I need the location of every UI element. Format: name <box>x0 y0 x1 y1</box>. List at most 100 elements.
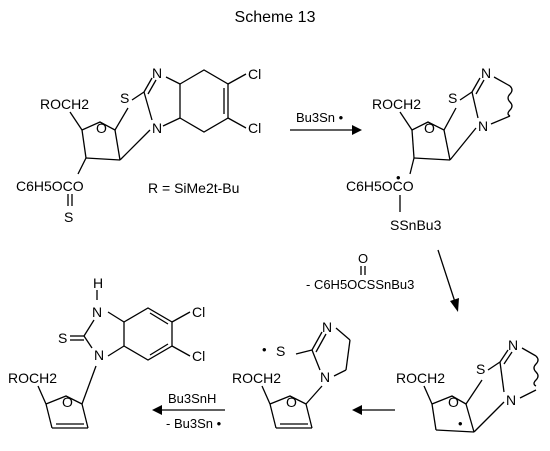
bond <box>45 403 53 429</box>
bond <box>85 157 121 161</box>
bond <box>107 345 125 357</box>
radical-dot: • <box>396 170 401 185</box>
bond <box>147 79 157 95</box>
nitrogen-label: N <box>152 65 162 81</box>
compound-2-radical-adduct: ROCH2 O S N N C6H5OCO • SSnBu3 <box>346 65 513 233</box>
radical-dot: • <box>458 416 463 431</box>
nitrogen-label: N <box>152 120 162 136</box>
wavy-bond <box>533 355 539 387</box>
bond <box>83 335 93 349</box>
bond <box>335 327 351 341</box>
bond <box>311 349 321 371</box>
bond <box>519 389 537 399</box>
r-definition: R = SiMe2t-Bu <box>148 180 239 196</box>
scheme-title: Scheme 13 <box>235 9 316 26</box>
bond <box>37 385 47 405</box>
bond <box>131 91 145 101</box>
bond <box>449 127 477 161</box>
roch2-label: ROCH2 <box>8 370 57 386</box>
bond <box>521 347 537 357</box>
bond <box>69 111 83 131</box>
compound-1-starting-material: ROCH2 O S N N Cl Cl C6H5OCO S R = SiMe2 <box>16 65 261 225</box>
sulfur-label: S <box>120 90 129 106</box>
arrowhead <box>352 125 362 135</box>
bond <box>487 361 501 371</box>
ring-oxygen: O <box>424 120 435 136</box>
roch2-label: ROCH2 <box>232 370 281 386</box>
bond <box>269 403 277 429</box>
bond <box>227 73 247 85</box>
tin-thio-label: SSnBu3 <box>390 217 442 233</box>
bond <box>143 91 153 121</box>
nitrogen-label: N <box>92 304 102 320</box>
sulfur-label: S <box>276 343 285 359</box>
bond <box>311 331 323 351</box>
roch2-label: ROCH2 <box>40 96 89 112</box>
furanose-ring <box>431 395 467 405</box>
bond <box>503 351 513 365</box>
bond <box>499 361 505 393</box>
bond <box>315 333 327 353</box>
bond <box>333 369 347 377</box>
chlorine-label: Cl <box>192 348 205 364</box>
carbonyl-o-label: O <box>358 251 368 266</box>
bond <box>465 379 483 405</box>
bond <box>443 107 457 131</box>
bond <box>261 385 271 405</box>
sulfur-label: S <box>448 90 457 106</box>
ring-oxygen: O <box>96 120 107 136</box>
bond <box>465 403 475 433</box>
bond <box>471 91 479 119</box>
nitrogen-label: N <box>320 369 330 385</box>
bond <box>409 157 415 175</box>
benzene-ring <box>179 69 229 133</box>
chlorine-label: Cl <box>248 120 261 136</box>
bond <box>171 311 191 323</box>
bond <box>83 319 95 337</box>
wavy-bond <box>507 85 513 117</box>
bond <box>81 403 89 429</box>
nitrogen-label: N <box>478 118 488 134</box>
bond <box>149 312 169 325</box>
bond <box>295 349 313 355</box>
furanose-ring <box>45 395 83 405</box>
bond <box>493 76 511 87</box>
bond <box>459 91 473 101</box>
bond <box>475 79 485 95</box>
bond <box>227 117 247 129</box>
bond <box>77 157 87 175</box>
ring-oxygen: O <box>286 394 297 410</box>
ester-label: C6H5OCO <box>16 178 84 194</box>
bond <box>114 129 121 161</box>
ring-oxygen: O <box>448 394 459 410</box>
radical-dot: • <box>262 342 267 357</box>
benzene-ring <box>123 307 173 361</box>
nitrogen-label: N <box>506 392 516 408</box>
compound-5-product: ROCH2 O N S N H Cl Cl <box>8 275 205 429</box>
nitrogen-label: N <box>94 347 104 363</box>
compound-3-cyclopropyl-radical: ROCH2 O • S N N <box>396 337 539 433</box>
nitrogen-label: N <box>508 337 518 353</box>
chlorine-label: Cl <box>192 304 205 320</box>
thione-sulfur-label: S <box>58 330 67 346</box>
reagent-byproduct: - C6H5OCSSnBu3 <box>306 277 414 292</box>
hydrogen-label: H <box>93 275 103 291</box>
ring-oxygen: O <box>62 394 73 410</box>
bond <box>114 107 129 131</box>
arrowhead <box>352 405 362 415</box>
reagent-bu3snh: Bu3SnH <box>168 391 216 406</box>
bond <box>473 401 505 433</box>
bond <box>171 345 191 357</box>
bond <box>413 157 451 161</box>
bond <box>162 117 181 127</box>
bond <box>107 311 125 323</box>
bond <box>305 385 323 405</box>
bond <box>443 129 451 161</box>
bond <box>490 115 511 125</box>
thione-sulfur-label: S <box>64 209 73 225</box>
chlorine-label: Cl <box>248 66 261 82</box>
bond <box>149 343 169 356</box>
nitrogen-label: N <box>322 319 332 335</box>
nitrogen-label: N <box>481 65 491 81</box>
